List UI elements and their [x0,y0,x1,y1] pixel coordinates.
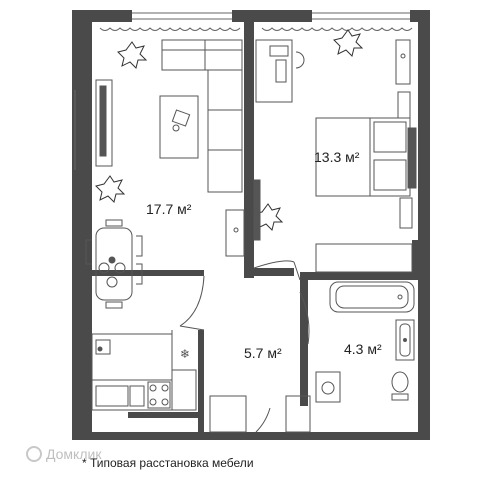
bed [315,117,417,197]
desk-living [225,209,245,257]
room-area-hallway: 5.7 м² [244,345,282,361]
svg-text:❄: ❄ [180,347,190,361]
doors [179,260,310,433]
windows [74,12,410,170]
tv-unit [95,79,113,167]
watermark: Домклик [26,446,102,462]
bathroom [315,281,415,403]
room-labels: 17.7 м² 13.3 м² 5.7 м² 4.3 м² [146,149,382,361]
watermark-text: Домклик [46,446,102,462]
coffee-table [159,95,199,159]
room-area-bathroom: 4.3 м² [344,341,382,357]
walls [72,10,430,440]
furniture-footnote: * Типовая расстановка мебели [82,456,254,470]
bedroom-desk [255,39,305,103]
sofa [161,39,243,193]
wardrobe [253,39,413,273]
hallway-furniture [209,395,311,433]
dining-table [85,219,143,309]
room-area-bedroom: 13.3 м² [314,149,360,165]
room-area-living: 17.7 м² [146,201,192,217]
curtains [99,27,413,31]
kitchen: ❄ [91,330,197,411]
plant-icons [95,29,364,231]
